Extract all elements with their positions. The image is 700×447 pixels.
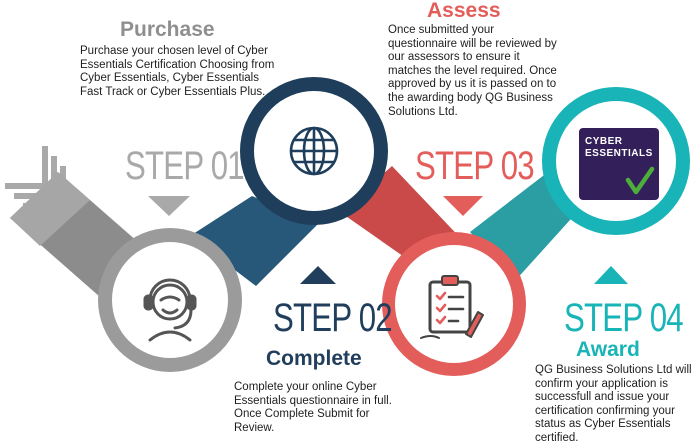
- badge-text-line-1: CYBER: [585, 136, 623, 147]
- award-heading: Award: [576, 338, 640, 361]
- step-03-label: STEP 03: [415, 144, 535, 188]
- clipboard-checklist-icon: [420, 275, 484, 339]
- step-01-label: STEP 01: [125, 144, 245, 188]
- step-01-circle: [98, 228, 242, 372]
- step-04-label: STEP 04: [564, 296, 684, 340]
- pointer-step-01: [148, 196, 190, 216]
- step-02-label: STEP 02: [273, 296, 393, 340]
- pointer-step-03: [443, 196, 483, 216]
- globe-icon: [289, 126, 339, 176]
- assess-heading: Assess: [427, 0, 501, 22]
- step-03-circle: [382, 232, 526, 376]
- purchase-heading: Purchase: [120, 18, 215, 41]
- award-description: QG Business Solutions Ltd will confirm y…: [535, 364, 692, 444]
- cyber-essentials-badge: CYBER ESSENTIALS: [579, 128, 659, 200]
- badge-text-line-2: ESSENTIALS: [585, 148, 653, 159]
- assess-description: Once submitted your questionnaire will b…: [388, 24, 557, 118]
- checkmark-icon: [625, 166, 655, 195]
- headset-support-icon: [143, 278, 197, 342]
- pointer-step-02: [300, 266, 336, 284]
- pointer-step-04: [594, 266, 628, 284]
- complete-heading: Complete: [266, 347, 362, 370]
- complete-description: Complete your online Cyber Essentials qu…: [234, 381, 392, 434]
- purchase-description: Purchase your chosen level of Cyber Esse…: [80, 45, 275, 98]
